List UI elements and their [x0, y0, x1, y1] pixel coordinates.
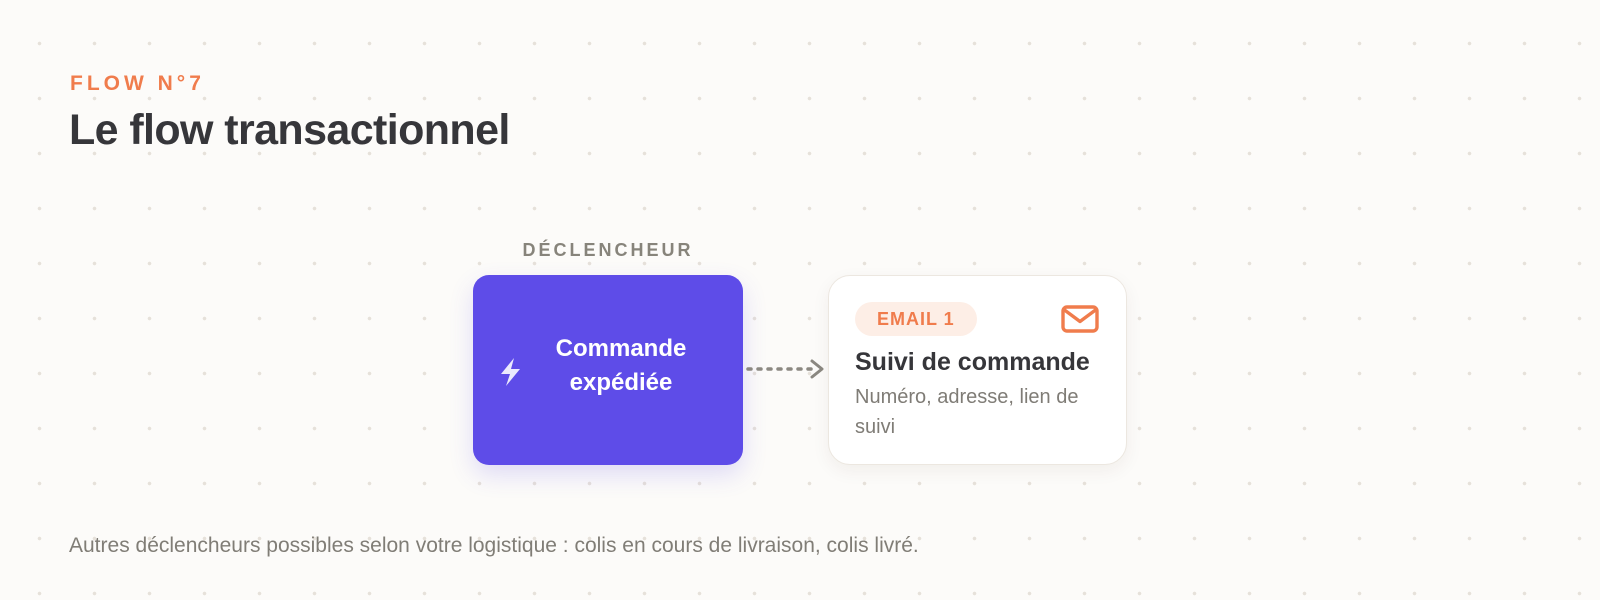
flow-eyebrow: FLOW N°7: [70, 72, 205, 95]
email-badge: EMAIL 1: [855, 302, 977, 336]
page-title: Le flow transactionnel: [69, 106, 510, 154]
footnote: Autres déclencheurs possibles selon votr…: [69, 534, 919, 557]
envelope-icon: [1061, 305, 1099, 333]
email-title: Suivi de commande: [855, 348, 1090, 376]
trigger-label: DÉCLENCHEUR: [522, 240, 694, 260]
dotted-arrow-connector: [746, 359, 824, 379]
email-card[interactable]: EMAIL 1 Suivi de commande Numéro, adress…: [828, 275, 1127, 465]
trigger-text: Commande expédiée: [555, 335, 687, 396]
lightning-bolt-icon: [501, 358, 520, 386]
trigger-card[interactable]: Commande expédiée: [473, 275, 743, 465]
email-description: Numéro, adresse, lien de suivi: [855, 386, 1079, 438]
